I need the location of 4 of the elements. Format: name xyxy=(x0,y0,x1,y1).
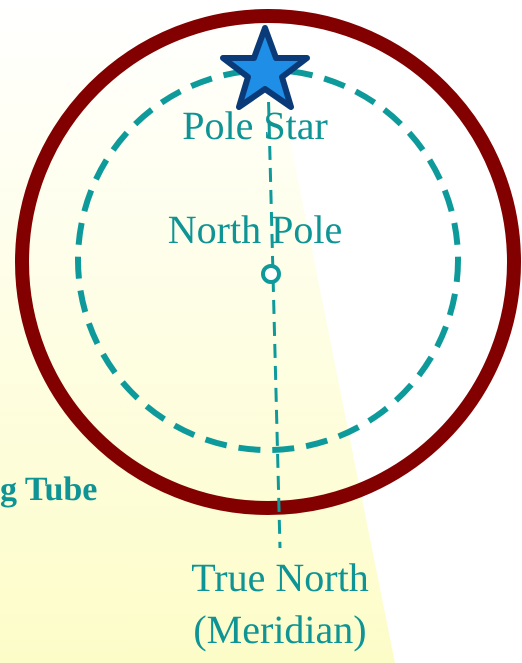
tube-label: g Tube xyxy=(0,470,98,510)
pole-label: North Pole xyxy=(166,206,344,254)
star-label: Pole Star xyxy=(181,102,329,150)
meridian-label: True North (Meridian) xyxy=(190,554,370,654)
